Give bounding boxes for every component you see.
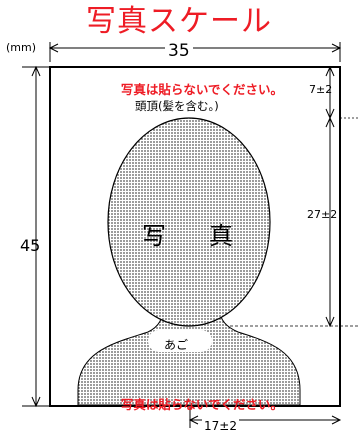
width-label: 35 (165, 41, 193, 61)
arrow-right-icon (331, 43, 342, 53)
arrow-up-icon (31, 65, 41, 77)
arrow-down-icon (31, 396, 41, 408)
photo-label-second: 真 (209, 222, 233, 250)
photo-label-first: 写 (142, 222, 166, 250)
page-title: 写真スケール (86, 4, 272, 39)
arrow-left-icon (48, 43, 59, 53)
top-margin-label: 7±2 (309, 83, 333, 96)
height-label: 45 (20, 236, 41, 255)
notice-bottom: 写真は貼らないでください。 (120, 397, 284, 412)
unit-label: (mm) (6, 41, 37, 54)
head-oval (107, 117, 271, 327)
face-height-label: 27±2 (307, 208, 338, 221)
chin-label-background (148, 330, 212, 352)
notice-top: 写真は貼らないでください。 (120, 82, 284, 97)
crown-label: 頭頂(髪を含む。) (135, 99, 219, 113)
chin-label: あご (164, 338, 189, 352)
chin-offset-label: 17±2 (202, 419, 239, 433)
